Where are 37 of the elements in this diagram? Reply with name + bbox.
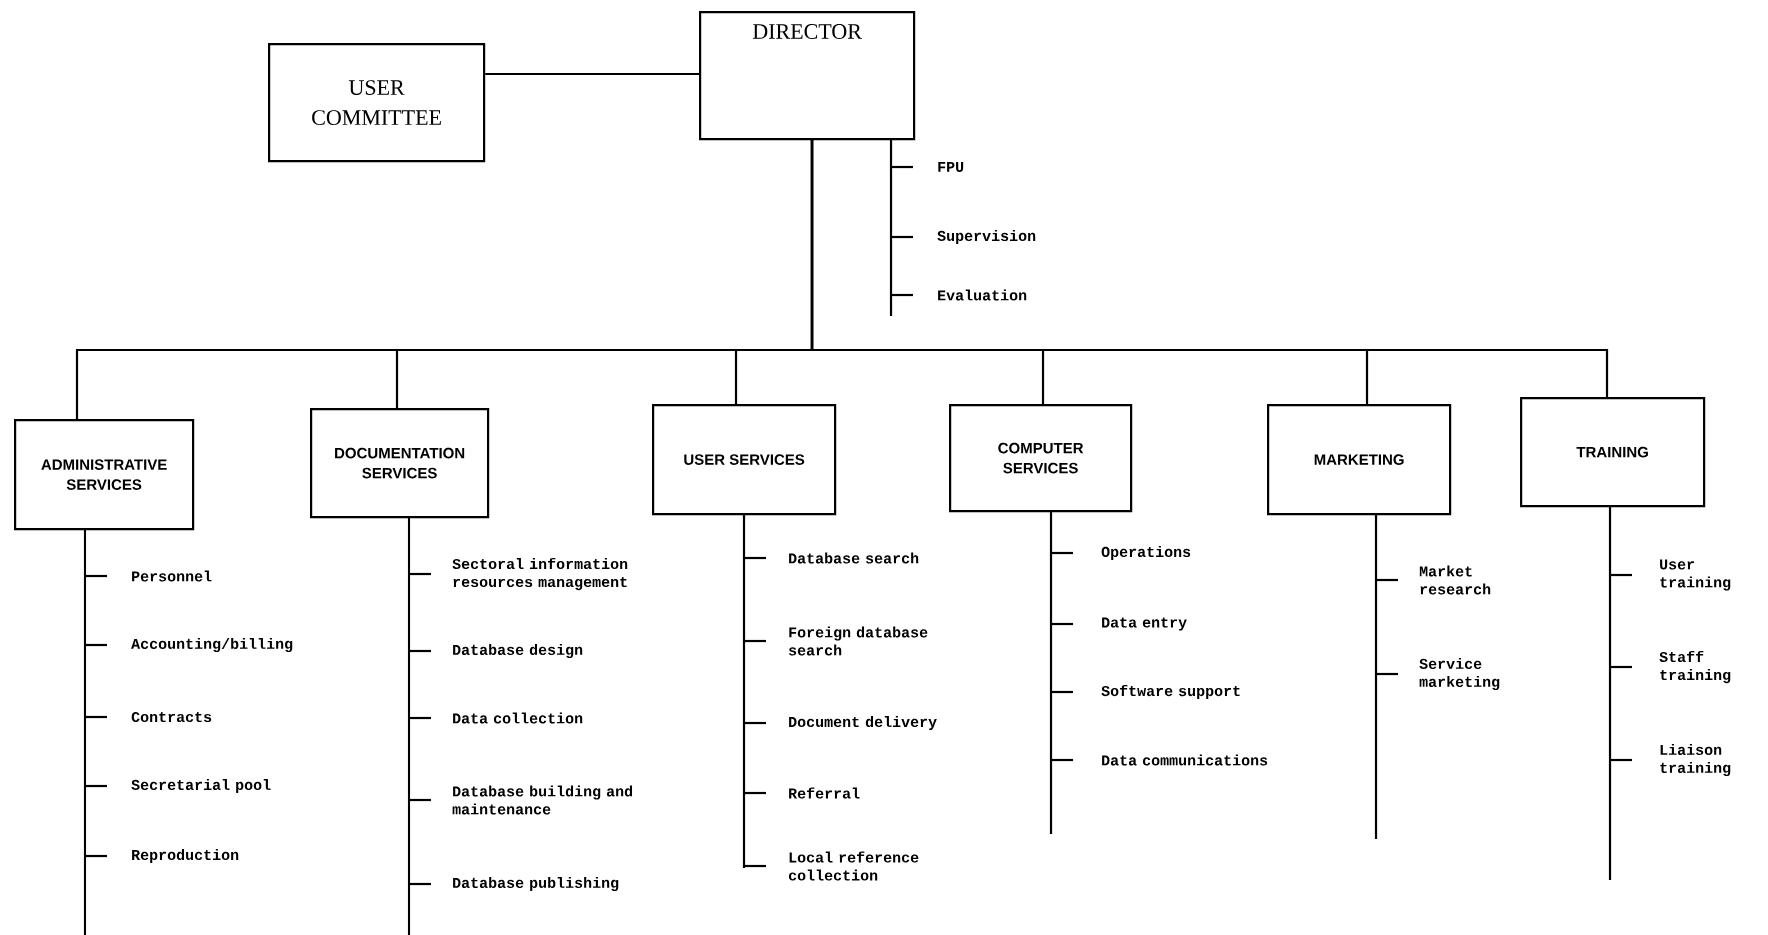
function-label: Foreign database search bbox=[789, 626, 928, 656]
function-label: Market research bbox=[1419, 565, 1491, 595]
function-label: Staff training bbox=[1659, 650, 1731, 684]
department-box: ADMINISTRATIVE SERVICES bbox=[14, 419, 195, 531]
function-label: Database design bbox=[453, 644, 583, 659]
function-label: Referral bbox=[789, 787, 860, 799]
function-label: Database building and maintenance bbox=[452, 785, 633, 815]
function-label: Data communications bbox=[1102, 754, 1268, 766]
function-label: Sectoral information resources management bbox=[452, 557, 628, 591]
department-box: COMPUTER SERVICES bbox=[949, 404, 1133, 513]
department-box: DOCUMENTATION SERVICES bbox=[310, 408, 490, 519]
function-label: Document delivery bbox=[789, 716, 937, 730]
department-box: MARKETING bbox=[1267, 404, 1452, 516]
function-label: Personnel bbox=[132, 570, 212, 582]
committee-box: USER COMMITTEE bbox=[268, 43, 486, 163]
function-label: Evaluation bbox=[938, 289, 1027, 301]
connector-line bbox=[485, 72, 699, 76]
function-label: Liaison training bbox=[1660, 744, 1731, 777]
department-box: USER SERVICES bbox=[652, 404, 837, 516]
function-label: Database search bbox=[789, 552, 919, 564]
connector-line bbox=[810, 138, 1609, 397]
function-label: Data collection bbox=[453, 712, 583, 724]
function-label: Database publishing bbox=[453, 877, 619, 892]
function-label: FPU bbox=[938, 162, 964, 172]
function-label: Operations bbox=[1101, 546, 1191, 560]
function-label: Software support bbox=[1101, 684, 1240, 700]
department-box: TRAINING bbox=[1520, 397, 1706, 508]
function-label: User training bbox=[1660, 559, 1731, 591]
function-label: Service marketing bbox=[1419, 658, 1500, 691]
function-label: Accounting/billing bbox=[131, 638, 293, 653]
function-label: Data entry bbox=[1102, 617, 1187, 631]
function-label: Contracts bbox=[131, 711, 212, 723]
director-box: DIRECTOR bbox=[699, 11, 916, 141]
function-label: Secretarial pool bbox=[131, 779, 271, 793]
function-label: Supervision bbox=[937, 230, 1036, 244]
function-label: Local reference collection bbox=[788, 851, 919, 881]
function-label: Reproduction bbox=[132, 849, 239, 863]
